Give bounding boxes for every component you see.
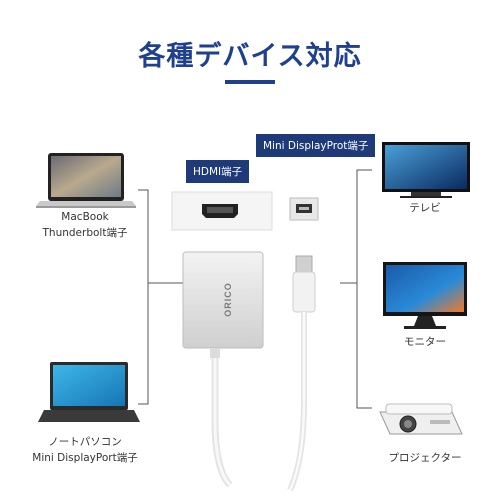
macbook-image — [36, 153, 136, 208]
adapter-logo: ORICO — [216, 282, 235, 317]
adapter-logo-text: ORICO — [222, 282, 233, 317]
tv-label: テレビ — [409, 202, 441, 214]
mini-dp-plug-image — [289, 197, 319, 221]
page-title: 各種デバイス対応 — [138, 41, 362, 72]
macbook-label-2: Thunderbolt端子 — [42, 227, 128, 239]
laptop-label-2: Mini DisplayPort端子 — [32, 452, 138, 464]
connector-lines — [138, 169, 372, 409]
tv-image — [382, 142, 470, 198]
monitor-label: モニター — [404, 336, 446, 348]
hdmi-tag: HDMI端子 — [186, 160, 250, 183]
macbook-label-1: MacBook — [61, 211, 109, 223]
laptop-image — [38, 362, 140, 422]
hdmi-port-image — [171, 191, 273, 231]
title-underline — [225, 80, 275, 84]
monitor-image — [383, 262, 467, 329]
adapter-image — [182, 251, 264, 488]
laptop-label-1: ノートパソコン — [48, 436, 122, 448]
projector-image — [379, 403, 463, 435]
mini-dp-cable-image — [287, 255, 316, 492]
projector-label: プロジェクター — [388, 452, 462, 464]
mini-dp-tag: Mini DisplayProt端子 — [256, 134, 376, 157]
